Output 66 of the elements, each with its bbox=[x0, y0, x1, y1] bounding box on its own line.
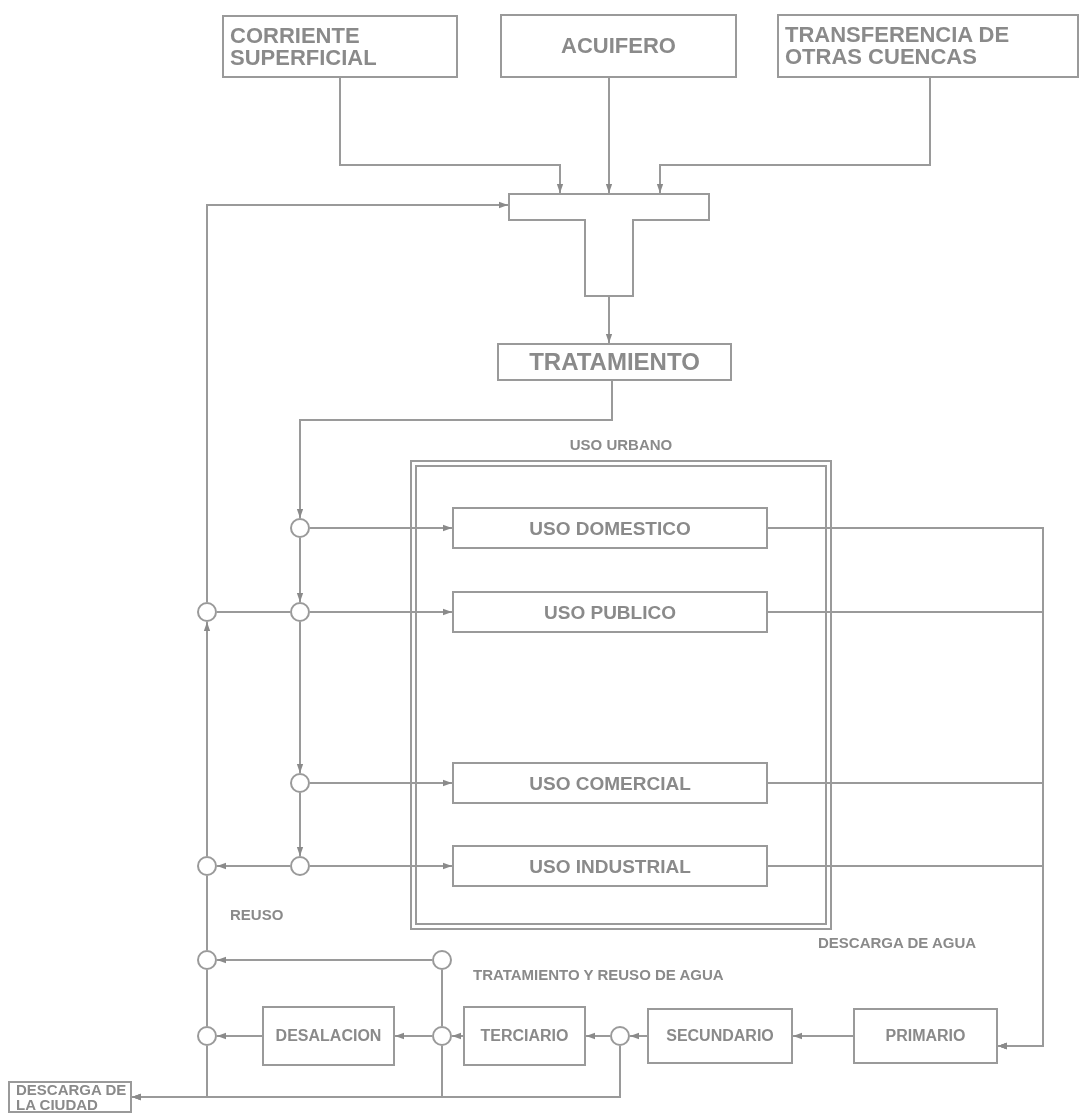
junction-circle bbox=[197, 1026, 217, 1046]
flow-arrow bbox=[309, 608, 453, 616]
process-box bbox=[463, 1006, 586, 1066]
connector-line bbox=[206, 875, 208, 951]
flow-arrow bbox=[309, 862, 453, 870]
junction-circle bbox=[197, 602, 217, 622]
group-heading: USO URBANO bbox=[568, 436, 674, 453]
junction-circle bbox=[610, 1026, 630, 1046]
flow-label: DESCARGA DE AGUA bbox=[818, 934, 977, 951]
box-label: ACUIFERO bbox=[561, 35, 676, 57]
flow-arrow bbox=[767, 865, 1044, 1050]
flow-arrow bbox=[296, 621, 304, 774]
process-box bbox=[222, 15, 458, 78]
flow-arrow bbox=[629, 1032, 648, 1040]
connector-line bbox=[206, 969, 208, 1027]
junction-circle bbox=[290, 602, 310, 622]
box-label: SECUNDARIO bbox=[666, 1028, 774, 1044]
flow-arrow bbox=[394, 1032, 433, 1040]
flow-arrow bbox=[309, 779, 453, 787]
box-label: TRANSFERENCIA DE OTRAS CUENCAS bbox=[784, 24, 1011, 68]
process-box bbox=[500, 14, 737, 78]
process-box bbox=[777, 14, 1079, 78]
process-box bbox=[452, 507, 768, 549]
junction-circle bbox=[290, 856, 310, 876]
flow-arrow bbox=[792, 1032, 854, 1040]
flow-arrow bbox=[451, 1032, 464, 1040]
box-label: DESALACION bbox=[275, 1028, 382, 1044]
flow-arrow bbox=[216, 956, 433, 964]
flow-label: TRATAMIENTO Y REUSO DE AGUA bbox=[473, 966, 724, 983]
junction-circle bbox=[432, 950, 452, 970]
box-label: CORRIENTE SUPERFICIAL bbox=[229, 24, 378, 69]
box-label: PRIMARIO bbox=[885, 1028, 966, 1044]
box-label: USO PUBLICO bbox=[544, 602, 676, 622]
box-label: DESCARGA DE LA CIUDAD bbox=[15, 1082, 128, 1112]
connector-line bbox=[441, 969, 443, 1027]
process-box bbox=[452, 762, 768, 804]
junction-circle bbox=[197, 950, 217, 970]
process-box bbox=[497, 343, 732, 381]
connector-line bbox=[216, 611, 291, 613]
process-box bbox=[647, 1008, 793, 1064]
flow-arrow bbox=[656, 77, 931, 194]
junction-circle bbox=[197, 856, 217, 876]
flow-label: REUSO bbox=[230, 906, 284, 923]
box-label: USO DOMESTICO bbox=[529, 518, 691, 538]
process-box bbox=[452, 591, 768, 633]
box-label: TERCIARIO bbox=[480, 1028, 569, 1044]
process-box bbox=[853, 1008, 998, 1064]
flow-arrow bbox=[585, 1032, 611, 1040]
junction-circle bbox=[432, 1026, 452, 1046]
process-box bbox=[452, 845, 768, 887]
flow-arrow bbox=[605, 77, 613, 194]
box-label: USO INDUSTRIAL bbox=[529, 856, 691, 876]
flow-arrow bbox=[216, 862, 291, 870]
process-box bbox=[262, 1006, 395, 1066]
junction-circle bbox=[290, 773, 310, 793]
flow-arrow bbox=[216, 1032, 263, 1040]
flow-arrow bbox=[296, 380, 613, 519]
junction-circle bbox=[290, 518, 310, 538]
box-label: USO COMERCIAL bbox=[529, 773, 691, 793]
flow-arrow bbox=[309, 524, 453, 532]
flow-arrow bbox=[339, 77, 564, 194]
flow-arrow bbox=[605, 296, 613, 344]
flow-arrow bbox=[296, 537, 304, 603]
flow-arrow bbox=[296, 792, 304, 857]
flow-arrow bbox=[203, 621, 211, 857]
box-label: TRATAMIENTO bbox=[529, 350, 700, 374]
